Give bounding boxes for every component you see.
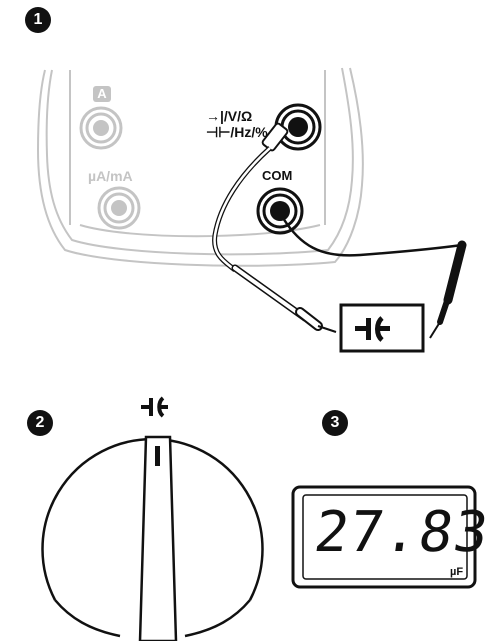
jack-v-ohm-label-line-2: ⊣⊢/Hz/% — [206, 124, 268, 140]
jack-a-label: A — [93, 86, 111, 102]
jack-ua-ma — [97, 186, 141, 230]
jack-v-ohm-label-line-1: →|/V/Ω — [206, 108, 253, 124]
lcd-display — [291, 485, 477, 589]
step-number-3: 3 — [322, 410, 348, 436]
capacitor-symbol — [355, 316, 390, 342]
lcd-reading: 27.83 — [310, 500, 485, 565]
meter-body-outline — [36, 67, 364, 267]
black-test-lead — [281, 217, 467, 339]
jack-a — [79, 106, 123, 150]
jack-ua-ma-label: µA/mA — [88, 168, 133, 184]
rotary-dial — [41, 396, 264, 641]
step-number-2: 2 — [27, 410, 53, 436]
dial-pointer — [138, 435, 178, 641]
jack-a-label-text: A — [97, 86, 107, 101]
capacitor-box — [339, 303, 425, 353]
jack-com-label: COM — [262, 168, 293, 183]
capacitor-symbol — [141, 396, 168, 418]
step-number-1: 1 — [25, 7, 51, 33]
jack-com — [256, 187, 304, 235]
lcd-unit: µF — [450, 566, 464, 578]
white-test-lead — [212, 122, 337, 333]
